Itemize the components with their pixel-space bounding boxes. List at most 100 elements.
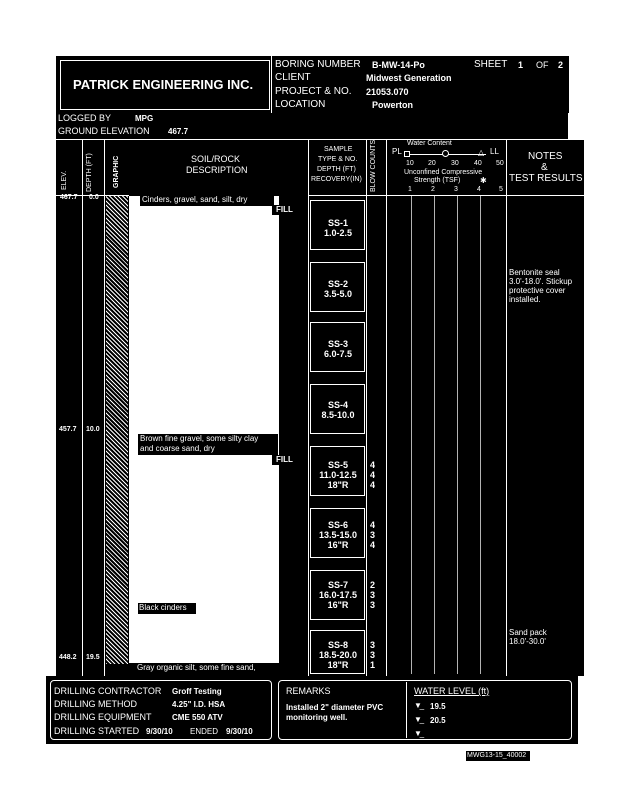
sample-depth: 16.0-17.5	[318, 590, 358, 600]
sample-depth: 1.0-2.5	[323, 228, 353, 238]
graphic-log	[106, 196, 128, 664]
wc-tick: 10	[406, 160, 414, 167]
ucs-asterisk-icon: ✱	[480, 176, 487, 185]
layer1-description: Cinders, gravel, sand, silt, dry	[142, 195, 248, 204]
sample-box-ss8	[310, 630, 365, 674]
sample-recovery: 16"R	[327, 600, 349, 610]
depth-mid: 10.0	[86, 426, 100, 433]
ucs-tick: 4	[477, 186, 481, 193]
sample-box-ss2	[310, 262, 365, 312]
depth-bottom: 19.5	[86, 654, 100, 661]
ucs-label-line1: Unconfined Compressive	[404, 169, 483, 176]
notes-header-line3: TEST RESULTS	[509, 173, 583, 184]
layer4-desc-bg	[129, 663, 279, 674]
layer1-tag: FILL	[276, 205, 293, 214]
soil-header-line1: SOIL/ROCK	[191, 154, 241, 164]
started-label: DRILLING STARTED	[54, 726, 140, 736]
footer-drilling-box	[50, 680, 272, 740]
sample-depth: 3.5-5.0	[323, 289, 353, 299]
pl-label: PL	[392, 147, 402, 156]
depth-column-label: DEPTH (FT)	[86, 153, 93, 192]
wc-tick: 30	[451, 160, 459, 167]
ended-label: ENDED	[190, 727, 219, 736]
ucs-label-line2: Strength (TSF)	[414, 177, 461, 184]
sample-recovery: 16"R	[327, 540, 349, 550]
water-level-label: WATER LEVEL (ft)	[414, 686, 490, 696]
depth-col-divider	[104, 140, 105, 676]
sample-id: SS-1	[327, 218, 348, 228]
doc-code-bg	[466, 751, 530, 761]
sheet-total: 2	[558, 60, 564, 70]
sample-header-line3: DEPTH (FT)	[317, 166, 356, 173]
chart-gridline	[434, 196, 435, 674]
sample-box-ss5	[310, 446, 365, 496]
layer2-description-line1: Brown fine gravel, some silty clay	[140, 434, 259, 443]
equipment-value: CME 550 ATV	[172, 713, 223, 722]
sample-depth: 8.5-10.0	[321, 410, 355, 420]
chart-gridline	[457, 196, 458, 674]
remarks-label: REMARKS	[286, 686, 331, 696]
sample-id: SS-5	[327, 460, 348, 470]
elev-top: 467.7	[60, 194, 78, 201]
company-name: PATRICK ENGINEERING INC.	[73, 77, 254, 92]
blow-col-divider	[386, 140, 387, 676]
water-level-1: 19.5	[430, 702, 446, 711]
wc-tick: 50	[496, 160, 504, 167]
sample-box-ss1	[310, 200, 365, 250]
ucs-tick: 3	[454, 186, 458, 193]
layer4-description: Gray organic silt, some fine sand,	[137, 663, 256, 672]
elev-bottom: 448.2	[59, 654, 77, 661]
boring-number: B-MW-14-Po	[372, 60, 425, 70]
blow-counts-label: BLOW COUNTS	[370, 139, 377, 192]
water-level-icon: ▼̲	[414, 701, 422, 710]
layer2-description-line2: and coarse sand, dry	[140, 444, 215, 453]
sample-id: SS-8	[327, 640, 348, 650]
notes-header-line1: NOTES	[528, 151, 563, 162]
footer-remarks-divider	[406, 682, 407, 738]
sample-header-line4: RECOVERY(IN)	[311, 176, 362, 183]
project-no: 21053.070	[366, 87, 409, 97]
blow-counts-ss8: 3 3 1	[370, 640, 376, 670]
equipment-label: DRILLING EQUIPMENT	[54, 712, 152, 722]
wc-tick-row: 10 20 30 40 50	[388, 160, 506, 169]
layer2-desc-bg	[138, 434, 278, 455]
wc-circle-icon	[442, 150, 449, 157]
elev-mid: 457.7	[59, 426, 77, 433]
doc-code: MWG13-15_40002	[467, 752, 527, 759]
sample-col-divider-right	[366, 140, 367, 676]
company-box: PATRICK ENGINEERING INC.	[60, 60, 270, 110]
soil-header-box	[185, 154, 251, 176]
ended-value: 9/30/10	[226, 727, 253, 736]
wc-tick: 40	[474, 160, 482, 167]
blow-counts-ss6: 4 3 4	[370, 520, 376, 550]
note-bentonite-seal: Bentonite seal 3.0'-18.0'. Stickup prote…	[509, 268, 573, 304]
ucs-tick: 5	[499, 186, 503, 193]
right-header-rule	[308, 195, 584, 196]
sample-header-line2: TYPE & NO.	[318, 156, 358, 163]
contractor-value: Groff Testing	[172, 687, 222, 696]
sheet-number: 1	[518, 60, 524, 70]
layer3-desc-bg	[138, 603, 196, 614]
sample-id: SS-7	[327, 580, 348, 590]
layer2-tag: FILL	[276, 455, 293, 464]
sample-id: SS-3	[327, 339, 348, 349]
contractor-label: DRILLING CONTRACTOR	[54, 686, 162, 696]
sample-box-ss4	[310, 384, 365, 434]
sample-depth: 11.0-12.5	[319, 470, 357, 480]
sample-id: SS-6	[327, 520, 348, 530]
elev-column-label: ELEV.	[61, 170, 68, 190]
layer3-description: Black cinders	[139, 603, 187, 612]
layer1-desc-bg	[140, 195, 274, 206]
started-value: 9/30/10	[146, 727, 173, 736]
ground-elev-label: GROUND ELEVATION	[58, 126, 150, 136]
water-level-icon: ▼̲	[414, 715, 422, 724]
logged-by-label: LOGGED BY	[58, 113, 112, 123]
chart-gridline	[480, 196, 481, 674]
sample-header-line1: SAMPLE	[324, 146, 353, 153]
blow-counts-ss7: 2 3 3	[370, 580, 376, 610]
